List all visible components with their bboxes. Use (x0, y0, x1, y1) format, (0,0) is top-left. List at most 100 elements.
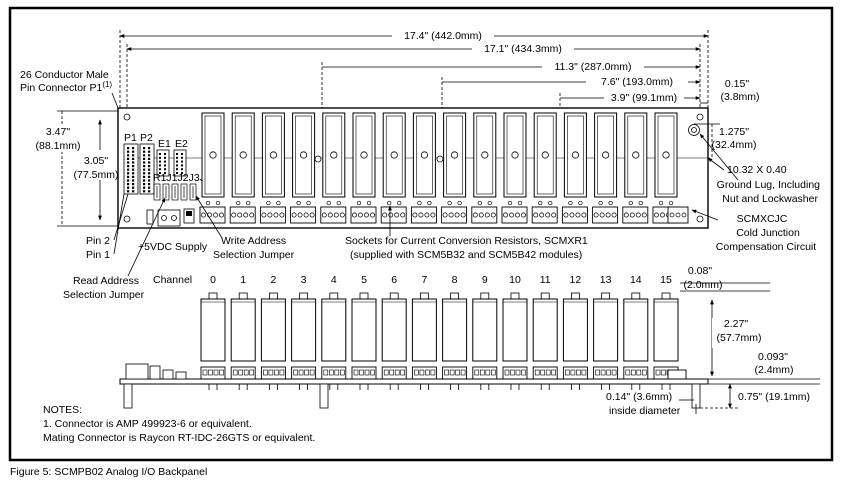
module-side (351, 292, 377, 362)
channel-number: 5 (361, 274, 367, 286)
resistor-socket (568, 200, 583, 206)
terminal-block-side (200, 366, 226, 380)
dim-008-mm: (2.0mm) (683, 279, 722, 291)
read-jumper-line1: Read Address (73, 275, 139, 287)
terminal-block-side (472, 366, 498, 380)
e1-label: E1 (158, 138, 171, 150)
channel-number: 0 (210, 274, 216, 286)
terminal-block-top (290, 206, 317, 224)
channel-number: 14 (630, 274, 642, 286)
resistor-socket (538, 200, 553, 206)
channel-number: 3 (301, 274, 307, 286)
module-slot-top (654, 112, 678, 198)
module-slot-top (231, 112, 255, 198)
terminal-block-top (501, 206, 528, 224)
cjc-side (667, 369, 687, 380)
notes-line1: 1. Connector is AMP 499923-6 or equivale… (43, 418, 252, 430)
terminal-block-top (561, 206, 588, 224)
terminal-block-side (260, 366, 286, 380)
dim-227-mm: (57.7mm) (717, 332, 762, 344)
dim-7-6: 7.6" (193.0mm) (601, 76, 673, 88)
resistor-socket (266, 200, 281, 206)
terminal-block-top (229, 206, 256, 224)
terminal-block-side (562, 366, 588, 380)
terminal-block-top (441, 206, 468, 224)
pin1-label: Pin 1 (86, 249, 110, 261)
right-dim-mm: (32.4mm) (712, 139, 757, 151)
ground-lug-line2: Ground Lug, Including (717, 179, 820, 191)
terminal-block-top (410, 206, 437, 224)
terminal-block-top (350, 206, 377, 224)
module-slot-top (201, 112, 225, 198)
connector-label-line1: 26 Conductor Male (20, 69, 109, 81)
resistor-socket (326, 200, 341, 206)
terminal-block-side (502, 366, 528, 380)
module-side (200, 292, 226, 362)
terminal-block-top (531, 206, 558, 224)
p2-label: P2 (140, 132, 153, 144)
resistor-socket (477, 200, 492, 206)
module-side (260, 292, 286, 362)
channel-number: 12 (570, 274, 582, 286)
module-side (623, 292, 649, 362)
module-side (381, 292, 407, 362)
notes-line2: Mating Connector is Raycon RT-IDC-26GTS … (43, 432, 315, 444)
module-side (653, 292, 679, 362)
figure-caption: Figure 5: SCMPB02 Analog I/O Backpanel (10, 466, 207, 478)
terminal-block-side (351, 366, 377, 380)
resistor-socket (236, 200, 251, 206)
terminal-block-top (199, 206, 226, 224)
module-slot-top (533, 112, 557, 198)
resistor-socket (205, 200, 221, 206)
edge-dim-mm: (3.8mm) (720, 91, 759, 103)
terminal-block-top (471, 206, 498, 224)
module-slot-top (261, 112, 285, 198)
terminal-block-side (442, 366, 468, 380)
write-jumper-line2: Selection Jumper (213, 249, 295, 261)
resistor-socket (387, 200, 402, 206)
channel-number: 6 (391, 274, 397, 286)
channel-number: 7 (421, 274, 427, 286)
supply-terminal (157, 209, 181, 227)
read-jumper-line2: Selection Jumper (63, 289, 145, 301)
cjc-line2: Cold Junction (736, 227, 800, 239)
resistor-socket (598, 200, 613, 206)
channel-number: 2 (270, 274, 276, 286)
height-outer-mm: (88.1mm) (36, 140, 81, 152)
p1-connector (123, 143, 139, 195)
resistor-socket (356, 200, 372, 206)
dim-075: 0.75" (19.1mm) (738, 391, 810, 403)
module-side (472, 292, 498, 362)
resistor-socket (417, 200, 432, 206)
module-slot-top (412, 112, 436, 198)
terminal-block-side (411, 366, 437, 380)
terminal-block-side (623, 366, 649, 380)
module-slot-top (473, 112, 497, 198)
module-side (562, 292, 588, 362)
channel-number: 15 (660, 274, 672, 286)
sockets-line1: Sockets for Current Conversion Resistors… (345, 235, 588, 247)
channel-number: 4 (331, 274, 337, 286)
terminal-block-top (622, 206, 649, 224)
module-slot-top (382, 112, 406, 198)
supply-label: +5VDC Supply (138, 241, 208, 253)
terminal-block-side (321, 366, 347, 380)
edge-dim-inch: 0.15" (725, 78, 749, 90)
dim-0093-inch: 0.093" (758, 351, 788, 363)
ground-lug (688, 124, 700, 136)
height-inner-inch: 3.05" (84, 155, 108, 167)
side-board (119, 378, 709, 385)
module-slot-top (443, 112, 467, 198)
module-slot-top (594, 112, 618, 198)
height-outer-inch: 3.47" (46, 126, 70, 138)
sockets-line2: (supplied with SCM5B32 and SCM5B42 modul… (350, 249, 582, 261)
channel-number: 13 (600, 274, 612, 286)
module-slot-top (624, 112, 648, 198)
connector-label-line2: Pin Connector P1(1) (20, 80, 112, 94)
terminal-block-top (380, 206, 407, 224)
module-side (321, 292, 347, 362)
ground-lug-line3: Nut and Lockwasher (722, 193, 818, 205)
p2-connector (139, 143, 155, 195)
write-jumper-line1: Write Address (221, 235, 286, 247)
